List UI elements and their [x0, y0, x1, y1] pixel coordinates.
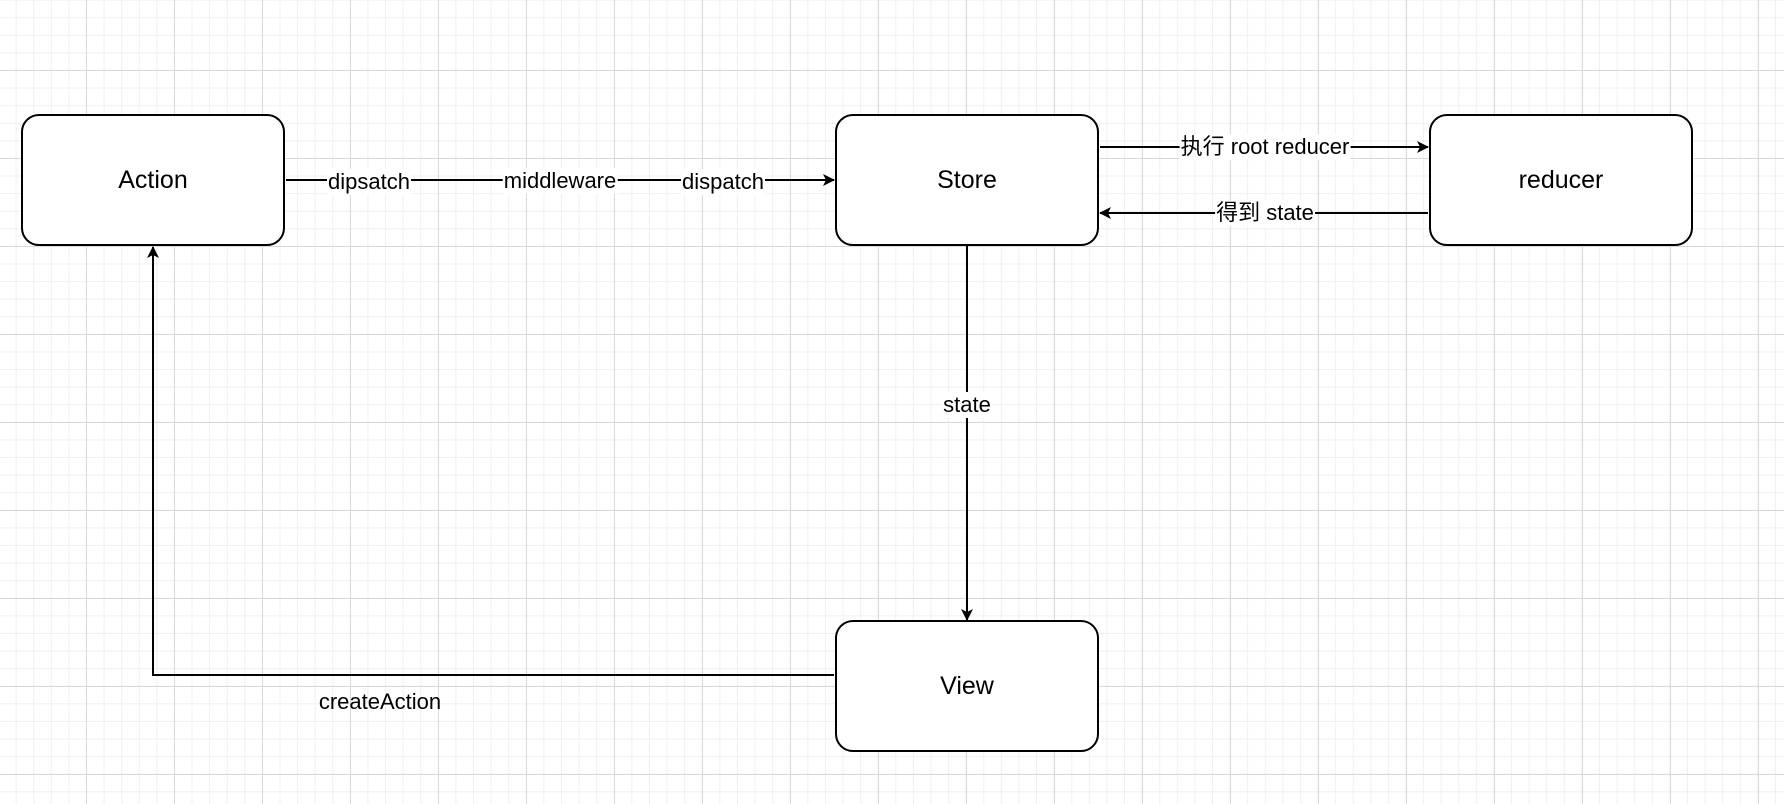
node-store[interactable]: Store: [835, 114, 1099, 246]
edge-label-execute-root-reducer: 执行 root reducer: [1179, 134, 1351, 160]
node-action-label: Action: [118, 165, 188, 194]
node-reducer-label: reducer: [1518, 165, 1604, 194]
edge-label-create-action: createAction: [318, 689, 442, 714]
edge-label-middleware: middleware: [502, 168, 618, 194]
edge-label-dispatch: dispatch: [681, 169, 765, 195]
node-store-label: Store: [937, 165, 997, 194]
edge-label-dipsatch: dipsatch: [327, 169, 411, 195]
node-action[interactable]: Action: [21, 114, 285, 246]
node-view-label: View: [940, 671, 994, 700]
edge-view-to-action: [147, 246, 834, 676]
node-reducer[interactable]: reducer: [1429, 114, 1693, 246]
edge-label-state: state: [942, 392, 992, 418]
node-view[interactable]: View: [835, 620, 1099, 752]
edge-label-get-state: 得到 state: [1215, 200, 1315, 226]
